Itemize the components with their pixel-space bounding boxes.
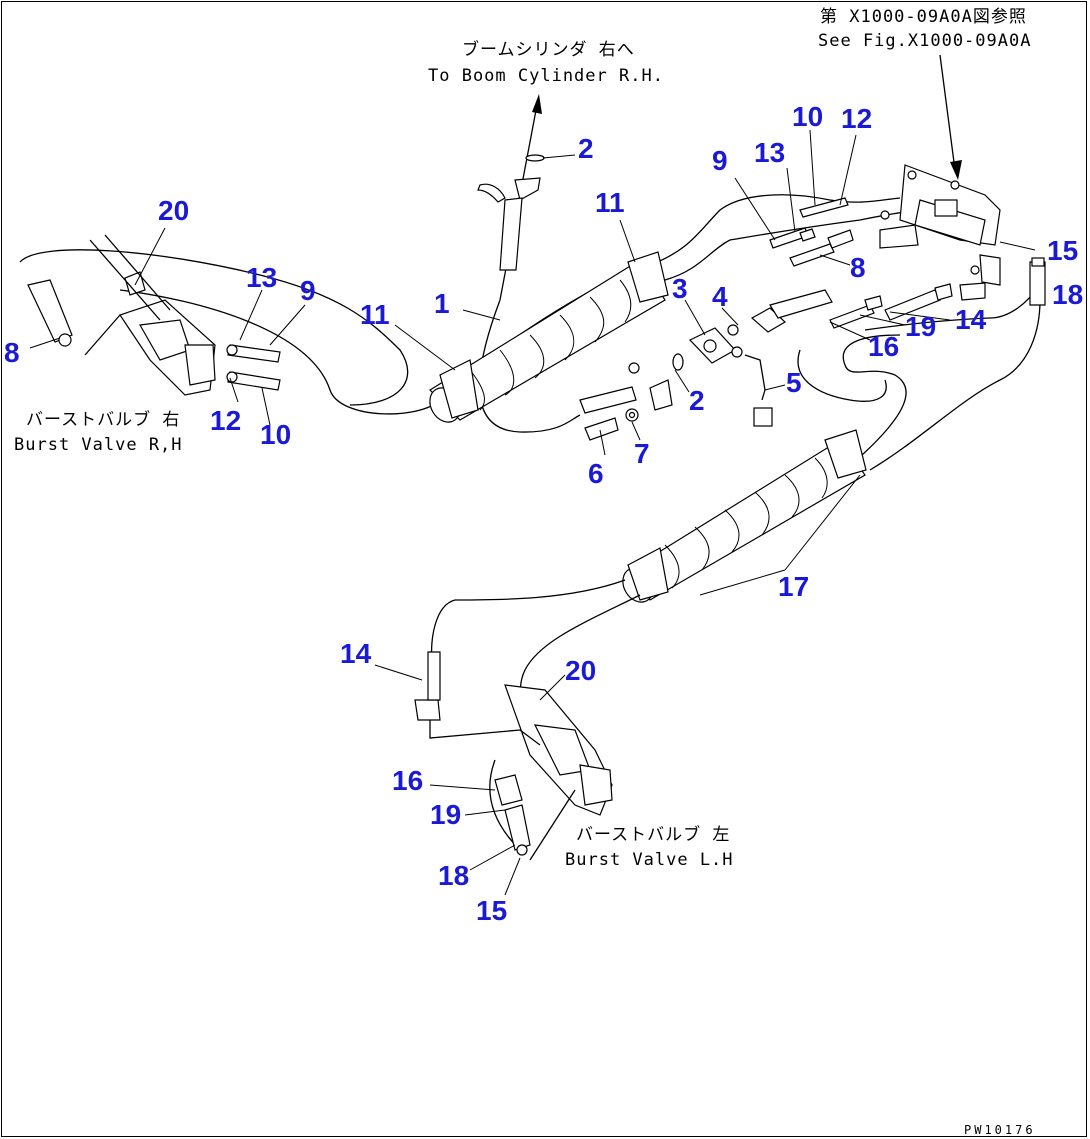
hose-sleeve-upper xyxy=(429,251,669,423)
callout-19-lower: 19 xyxy=(430,799,461,830)
callout-19-right: 19 xyxy=(905,311,936,342)
callout-14-right: 14 xyxy=(955,304,987,335)
callout-20-upper: 20 xyxy=(158,195,189,226)
callout-1: 1 xyxy=(434,288,450,319)
hose-sleeve-lower xyxy=(622,429,867,603)
hardware-upper-right xyxy=(769,197,1046,329)
lower-hose-run xyxy=(430,289,1041,721)
callout-20-lower: 20 xyxy=(565,655,596,686)
callout-12-right: 12 xyxy=(841,103,872,134)
callout-18-right: 18 xyxy=(1052,279,1083,310)
burst-l-note-jp: バーストバルブ 左 xyxy=(576,824,730,845)
callout-15-right: 15 xyxy=(1047,235,1078,266)
burst-valve-lh xyxy=(414,651,613,861)
callout-13-left: 13 xyxy=(246,262,277,293)
callout-labels: 20 8 13 9 12 10 11 1 2 11 3 4 2 5 6 7 9 … xyxy=(4,101,1083,926)
boom-note-en: To Boom Cylinder R.H. xyxy=(428,66,664,86)
callout-16-lower: 16 xyxy=(392,765,423,796)
callout-14-lower: 14 xyxy=(340,638,372,669)
callout-17: 17 xyxy=(778,571,809,602)
burst-r-note-jp: バーストバルブ 右 xyxy=(26,409,180,430)
burst-r-note-en: Burst Valve R,H xyxy=(14,435,183,455)
callout-4: 4 xyxy=(712,281,728,312)
callout-3: 3 xyxy=(672,273,688,304)
callout-2-upper: 2 xyxy=(578,133,594,164)
callout-9-right: 9 xyxy=(712,145,728,176)
callout-6: 6 xyxy=(588,458,604,489)
callout-10-right: 10 xyxy=(792,101,823,132)
burst-valve-rh xyxy=(84,234,216,396)
hardware-left xyxy=(27,271,281,391)
boom-note-jp: ブームシリンダ 右へ xyxy=(462,39,635,60)
callout-2-lower: 2 xyxy=(689,385,705,416)
ref-note-jp: 第 X1000-09A0A図参照 xyxy=(820,7,1027,27)
callout-12-left: 12 xyxy=(210,405,241,436)
callout-7: 7 xyxy=(634,438,650,469)
callout-15-lower: 15 xyxy=(476,895,507,926)
callout-8-right: 8 xyxy=(850,252,866,283)
callout-5: 5 xyxy=(786,367,802,398)
callout-18-lower: 18 xyxy=(438,860,469,891)
callout-9-left: 9 xyxy=(300,275,316,306)
drawing-code: PW10176 xyxy=(964,1123,1036,1137)
callout-11-right: 11 xyxy=(595,187,625,218)
right-valve-block xyxy=(879,164,1001,301)
ref-arrow xyxy=(939,54,962,180)
callout-13-right: 13 xyxy=(754,137,785,168)
leader-lines xyxy=(29,129,1036,896)
callout-10-left: 10 xyxy=(260,419,291,450)
ref-note-en: See Fig.X1000-09A0A xyxy=(818,31,1031,51)
burst-l-note-en: Burst Valve L.H xyxy=(565,850,734,870)
callout-11-left: 11 xyxy=(360,299,390,330)
callout-8-left: 8 xyxy=(4,337,20,368)
center-fittings xyxy=(477,154,833,441)
callout-16-right: 16 xyxy=(868,331,899,362)
